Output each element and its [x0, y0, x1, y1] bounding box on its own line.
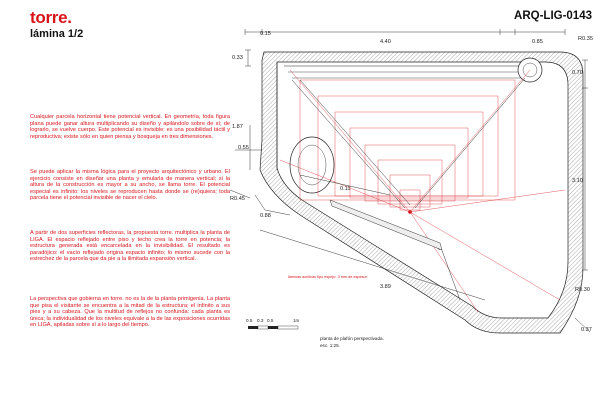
pilaster-left: [289, 136, 335, 194]
scale-label-2: 0.3: [257, 318, 264, 323]
dim-left-187: 1.87: [232, 124, 243, 130]
text-paragraph-2: Se puede aplicar la misma lógica para el…: [30, 169, 230, 202]
scale-label-4: 1m: [293, 318, 300, 323]
dim-top-right: 0.85: [532, 39, 543, 45]
drawing-scale: esc. 1:25.: [320, 343, 340, 348]
dim-top-small: 0.15: [260, 31, 271, 37]
dim-right-070: 0.70: [572, 70, 583, 76]
drawing-code: ARQ-LIG-0143: [514, 10, 592, 22]
scale-label-1: 0.5: [246, 318, 253, 323]
dim-radius-left: R0.45: [230, 196, 245, 202]
text-paragraph-1: Cualquier parcela horizontal tiene poten…: [30, 114, 230, 140]
scale-label-3: 0.5: [267, 318, 274, 323]
dim-diag-011: 0.11: [340, 186, 350, 192]
page-title: torre.: [30, 8, 72, 27]
text-paragraph-3: A partir de dos superficies reflectoras,…: [30, 230, 230, 263]
mirror-edges: [291, 77, 526, 301]
dim-right-037: 0.37: [581, 327, 592, 333]
dim-diag-088: 0.88: [260, 213, 271, 219]
dim-right-310: 3.10: [572, 178, 583, 184]
dimension-lines: [229, 29, 591, 333]
dim-left-033: 0.33: [232, 55, 243, 61]
drawing-caption: planta de plafón perspectivada.: [320, 336, 384, 341]
dim-top-main: 4.40: [380, 39, 391, 45]
text-paragraph-4: La perspectiva que gobierna en torre. no…: [30, 296, 230, 329]
scale-bar: 0.5 0.3 0.5 1m: [246, 318, 300, 330]
inner-void: [276, 61, 569, 319]
dim-radius-top: R0.35: [578, 36, 593, 42]
sheet-number: lámina 1/2: [30, 28, 84, 40]
dim-diag-389: 3.89: [380, 284, 391, 290]
dim-radius-bottom: R0.30: [575, 287, 590, 293]
dim-left-055: 0.55: [238, 145, 249, 151]
vanishing-point: [408, 210, 412, 214]
perspective-lines: [279, 69, 566, 313]
mirror-note: láminas acrílicas tipo espejo. 3 mm de e…: [288, 275, 368, 279]
